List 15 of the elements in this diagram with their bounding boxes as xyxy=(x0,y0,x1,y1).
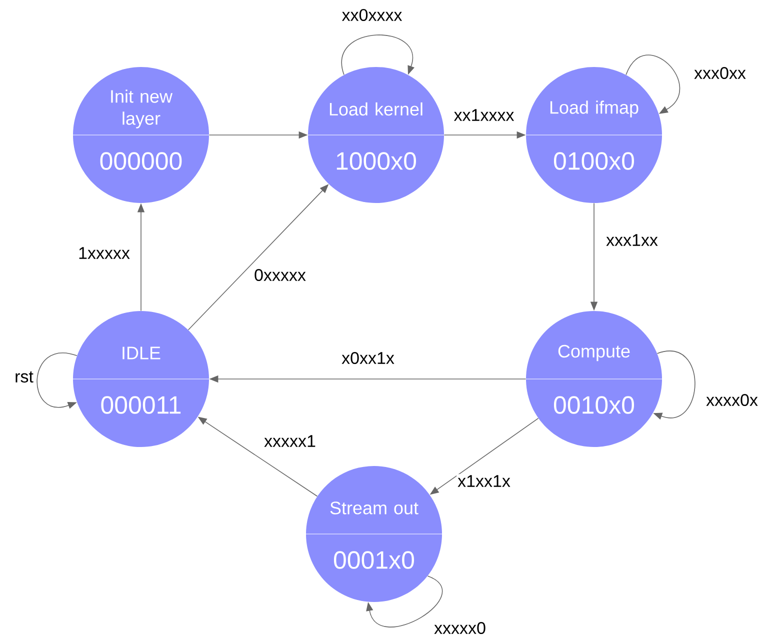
edge-label: x0xx1x xyxy=(340,350,396,366)
edge-label: xx1xxxx xyxy=(452,108,516,122)
edge-label: xxx1xx xyxy=(605,233,659,247)
edge-label: xxxxx0 xyxy=(433,621,487,636)
loop-arrow xyxy=(341,34,414,76)
loop-arrow xyxy=(626,54,680,114)
edge-label: xxx0xx xyxy=(693,66,747,80)
edge-label: xxxx0x xyxy=(705,393,759,408)
loop-arrow xyxy=(366,576,442,628)
edge-label: xxxxx1 xyxy=(263,434,317,448)
edge-label: 1xxxxx xyxy=(77,246,131,260)
edge-label: xx0xxxx xyxy=(340,8,404,22)
edge-label: 0xxxxx xyxy=(253,268,307,282)
edge-label: rst xyxy=(14,370,34,384)
edge-label: x1xx1x xyxy=(456,474,512,488)
